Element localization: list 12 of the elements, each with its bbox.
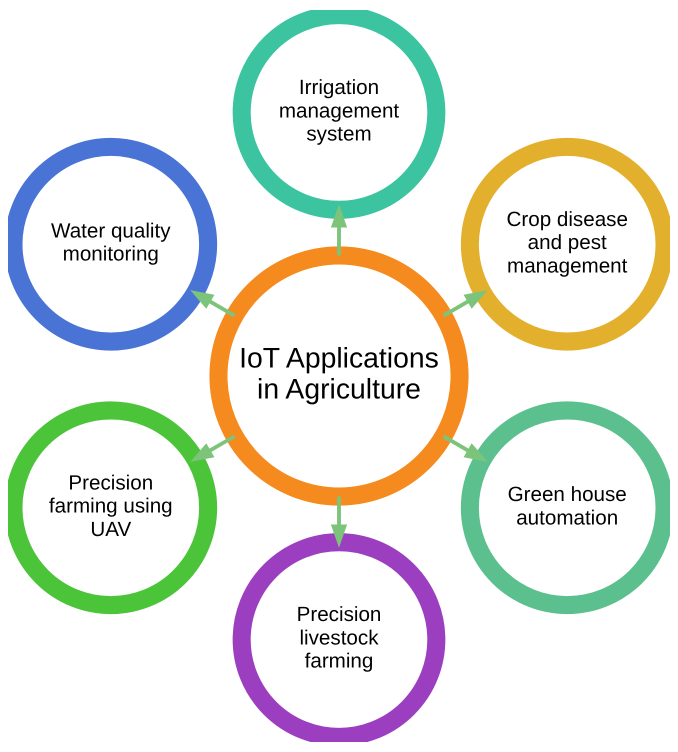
node-circle: Green house automation (460, 401, 670, 614)
arrow (190, 434, 236, 462)
arrow (330, 496, 348, 548)
arrow (442, 290, 488, 318)
node-circle: Precision livestock farming (232, 533, 446, 742)
node-circle: Crop disease and pest management (460, 138, 670, 351)
node-circle: Water quality monitoring (8, 138, 218, 351)
arrow (330, 204, 348, 256)
node-circle: Irrigation management system (232, 10, 446, 219)
node-circle: Precision farming using UAV (8, 401, 218, 614)
arrow (442, 434, 488, 462)
arrow (190, 290, 236, 318)
